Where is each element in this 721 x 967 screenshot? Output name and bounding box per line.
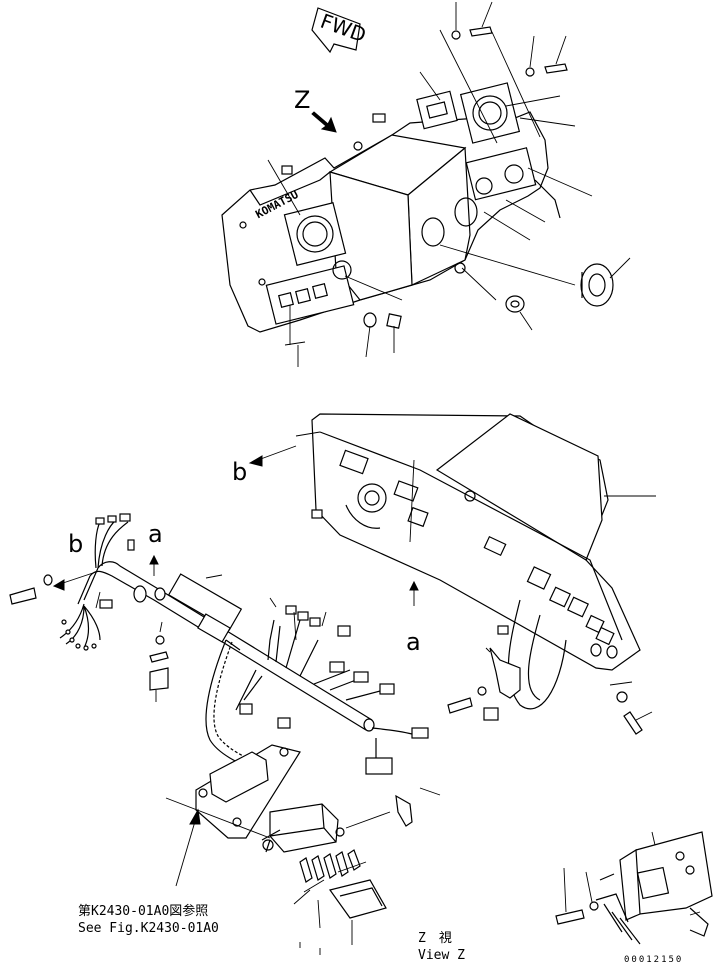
view-z-arrow-icon — [311, 111, 337, 133]
wiring-harness-assembly — [9, 445, 441, 955]
arrow-b-lower-label: b — [68, 530, 84, 558]
see-fig-jp: 第K2430-01A0図参照 — [78, 904, 209, 919]
arrow-b-upper-label: b — [232, 458, 248, 486]
view-z-jp: Z 視 — [418, 931, 452, 946]
arrow-a-left-label: a — [148, 520, 163, 548]
arrow-a-right-label: a — [406, 628, 421, 656]
see-fig-en: See Fig.K2430-01A0 — [78, 921, 219, 936]
top-panel-assembly — [221, 1, 631, 367]
panel-underside-assembly — [295, 413, 656, 735]
view-z-detail — [555, 831, 713, 945]
figure-number: 00012150 — [624, 955, 684, 965]
view-letter-z: Z — [294, 86, 311, 114]
view-z-en: View Z — [418, 948, 465, 963]
fwd-arrow-icon — [311, 7, 361, 54]
